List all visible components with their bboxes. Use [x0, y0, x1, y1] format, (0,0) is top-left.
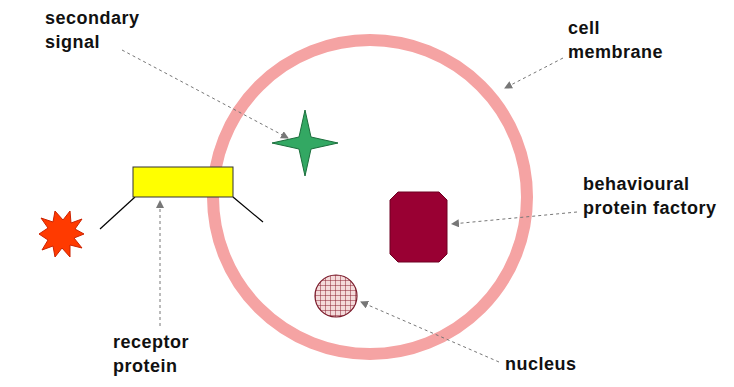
protein-factory [390, 192, 447, 262]
callout-label: secondary signal [45, 6, 175, 54]
receptor-protein [133, 167, 233, 197]
callout-label: nucleus [505, 352, 615, 376]
leader-line [452, 212, 577, 224]
leader-line [122, 50, 288, 138]
receptor-stalk [233, 197, 263, 222]
secondary-signal-star [272, 110, 338, 176]
leader-line [505, 58, 563, 88]
cell-membrane [213, 40, 527, 354]
nucleus-shape [315, 275, 357, 317]
leader-line [361, 302, 499, 362]
callout-label: receptor protein [113, 330, 228, 378]
signal-molecule [39, 211, 84, 257]
leader-line [160, 201, 161, 326]
callout-label: behavioural protein factory [583, 172, 723, 220]
receptor-stalk [100, 197, 135, 229]
callout-label: cell membrane [568, 16, 688, 64]
